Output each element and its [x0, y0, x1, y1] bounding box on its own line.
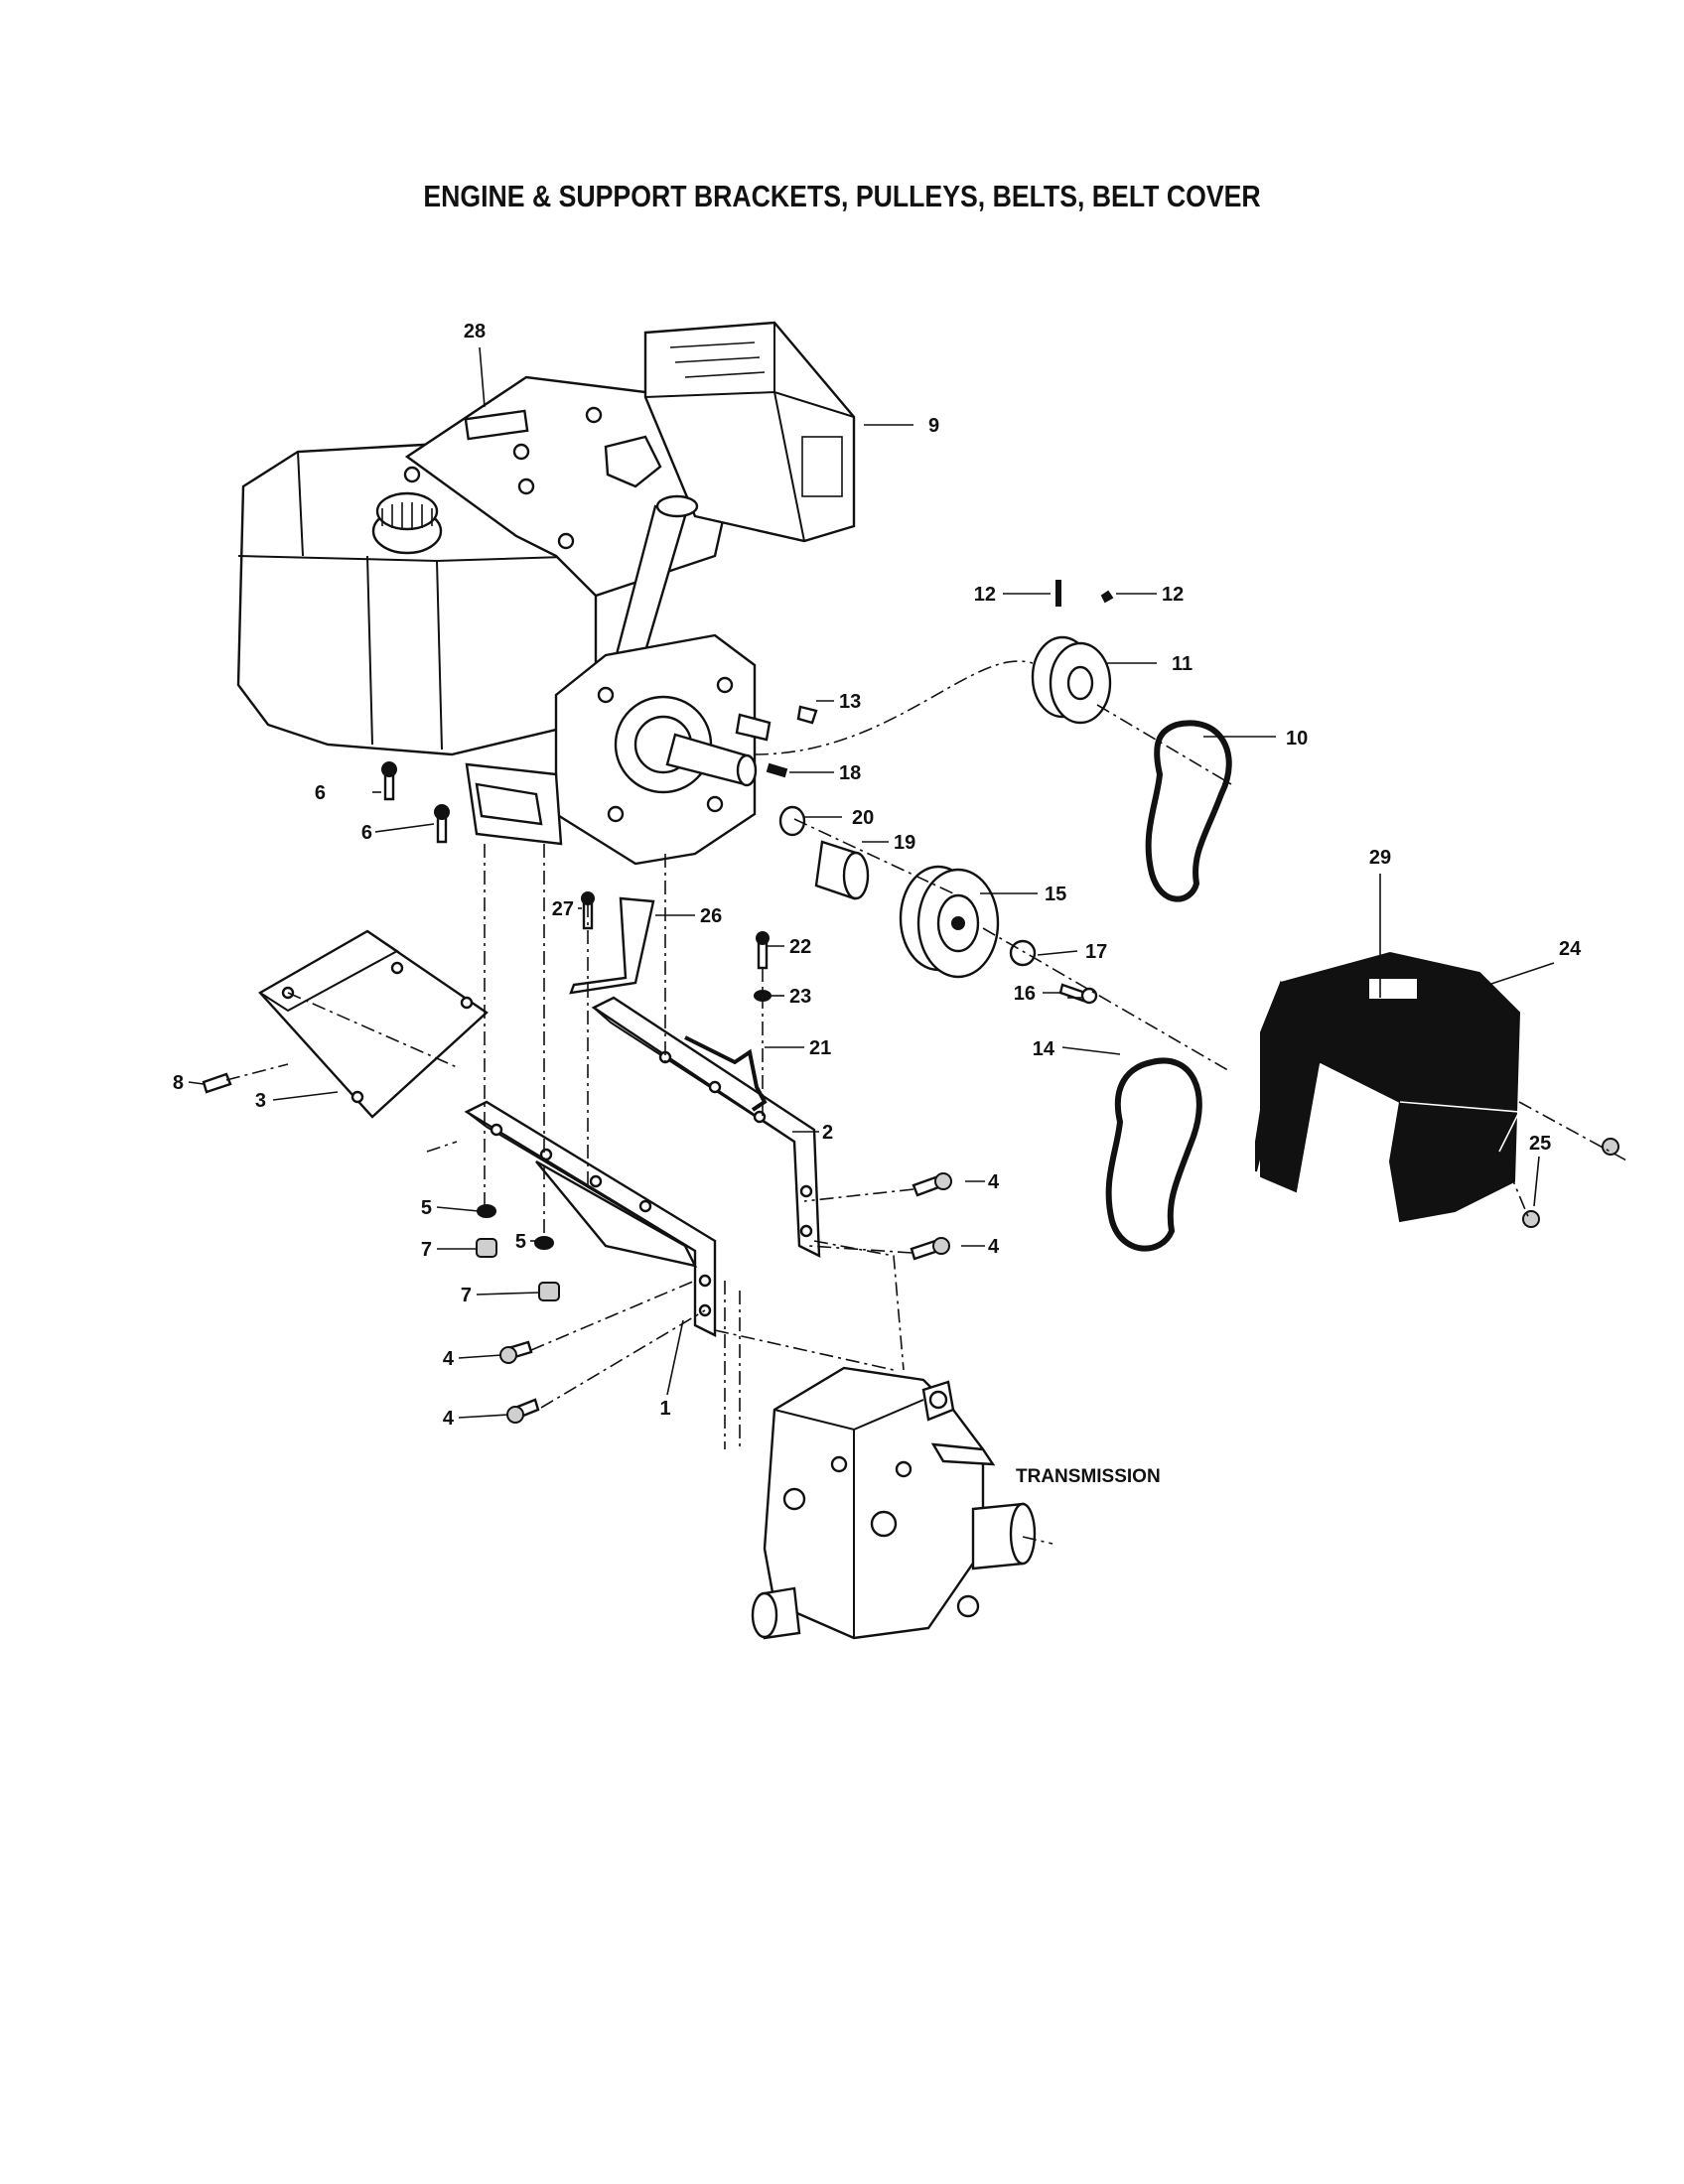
callout-12b: 12: [1162, 584, 1184, 606]
callout-10: 10: [1286, 728, 1308, 750]
callout-4b: 4: [988, 1236, 1000, 1258]
washer-20: [778, 805, 806, 837]
callout-3: 3: [255, 1090, 266, 1112]
belt-14: [1105, 1057, 1202, 1252]
bracket-3: [258, 929, 489, 1119]
key-13: [796, 705, 818, 725]
callout-5a: 5: [421, 1197, 432, 1219]
decal-28: [464, 409, 529, 441]
callout-14: 14: [1033, 1038, 1055, 1060]
callout-1: 1: [659, 1398, 670, 1420]
bolts-4: [499, 1172, 952, 1424]
bolt-22: [757, 939, 769, 970]
assembly-lines: [225, 660, 1629, 1545]
nut-7a: [476, 1238, 497, 1258]
callout-24: 24: [1559, 938, 1582, 960]
nut-7b: [538, 1282, 560, 1301]
callout-13: 13: [839, 691, 861, 713]
bracket-26: [569, 896, 655, 995]
pin-12a: [1055, 580, 1061, 607]
callout-29: 29: [1369, 847, 1391, 869]
engine: [236, 321, 856, 866]
diagram-title: ENGINE & SUPPORT BRACKETS, PULLEYS, BELT…: [423, 179, 1261, 213]
callout-27: 27: [552, 898, 574, 920]
callout-19: 19: [894, 832, 915, 854]
callout-8: 8: [173, 1072, 184, 1094]
callout-16: 16: [1014, 983, 1036, 1005]
nut-25b: [1522, 1210, 1540, 1228]
belt-cover: [1255, 951, 1521, 1223]
pulley-11: [1031, 635, 1112, 725]
transmission: [751, 1366, 1037, 1640]
transmission-label: TRANSMISSION: [1016, 1466, 1161, 1487]
washer-5a: [477, 1204, 496, 1218]
callout-26: 26: [700, 905, 722, 927]
pin-12b: [1100, 590, 1114, 604]
washer-17: [1009, 939, 1037, 967]
callout-12a: 12: [974, 584, 996, 606]
callout-6b: 6: [361, 822, 372, 844]
callout-17: 17: [1085, 941, 1107, 963]
callout-labels: 28 9 12 12 11 10 13 18 20 19 15 17 16 14…: [173, 321, 1582, 1487]
callout-20: 20: [852, 807, 874, 829]
callout-28: 28: [464, 321, 486, 342]
callout-22: 22: [789, 936, 811, 958]
callout-5b: 5: [515, 1231, 526, 1253]
bolt-8: [202, 1072, 232, 1094]
callout-25: 25: [1529, 1133, 1551, 1155]
callout-23: 23: [789, 986, 811, 1008]
decal-29: [1367, 977, 1419, 1001]
leader-lines: [188, 346, 1555, 1419]
callout-2: 2: [822, 1122, 833, 1144]
callout-4d: 4: [443, 1408, 455, 1430]
key-18: [766, 762, 788, 778]
nut-25a: [1602, 1138, 1619, 1156]
pulley-15: [899, 865, 1000, 979]
callout-11: 11: [1172, 653, 1193, 675]
callout-18: 18: [839, 762, 861, 784]
washer-5b: [534, 1236, 554, 1250]
callout-4a: 4: [988, 1171, 1000, 1193]
callout-4c: 4: [443, 1348, 455, 1370]
callout-7b: 7: [461, 1285, 472, 1306]
callout-9: 9: [928, 415, 939, 437]
callout-6a: 6: [315, 782, 326, 804]
belt-10: [1145, 720, 1232, 902]
callout-21: 21: [809, 1037, 831, 1059]
callout-15: 15: [1045, 884, 1066, 905]
pto-shaft: [735, 713, 772, 742]
callout-7a: 7: [421, 1239, 432, 1261]
